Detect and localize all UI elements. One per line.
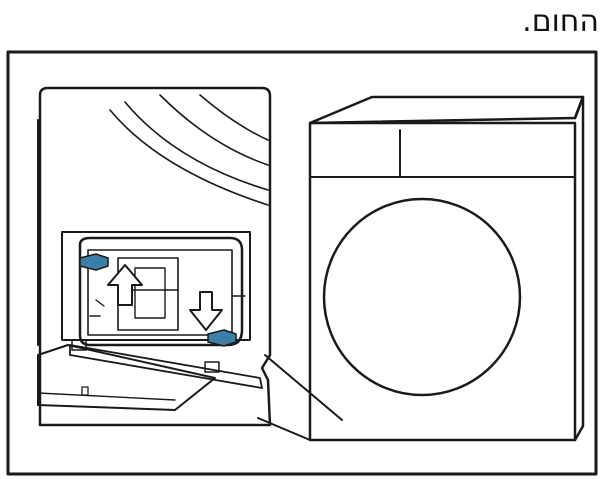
illustration-frame [6,50,598,476]
callout-pointer [257,354,343,441]
filter-housing [61,231,251,341]
left-lock-tab [79,253,109,271]
caption-text: החום. [522,4,599,39]
filter-flap [37,344,216,411]
dryer-appliance [308,95,585,442]
zoom-callout [37,86,272,427]
arrow-down-icon [189,291,223,331]
arrow-up-icon [107,264,143,306]
right-lock-tab [207,329,237,347]
dryer-door [322,197,522,397]
